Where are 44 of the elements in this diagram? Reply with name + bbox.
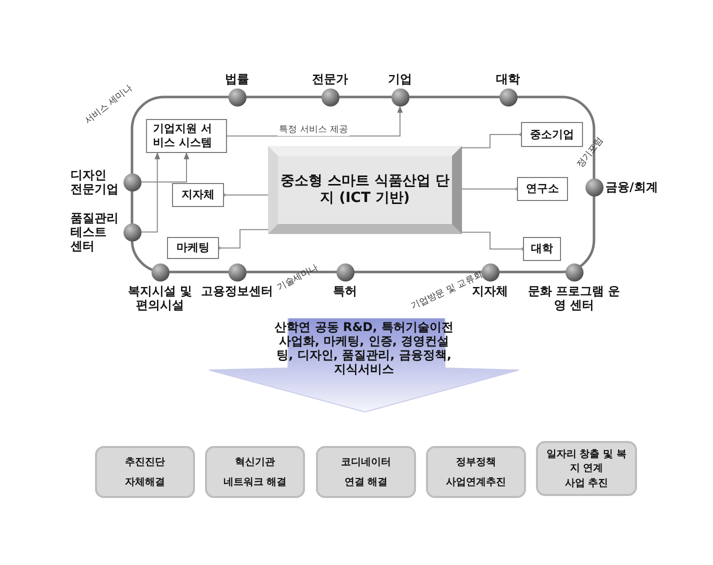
box-text: 사업연계추진 [446, 476, 506, 489]
beveled-box: 중소형 스마트 식품산업 단지 (ICT 기반) [268, 146, 462, 234]
edge-label: 특정 서비스 제공 [277, 123, 350, 136]
rounded-box [205, 446, 305, 498]
node-label: 고용정보센터 [201, 284, 273, 298]
node-label: 특허 [333, 284, 357, 298]
label-box: 기업지원 서비스 시스템 [146, 119, 227, 153]
node-label: 금융/회계 [606, 180, 658, 194]
box-title: 코디네이터 [341, 456, 391, 469]
connector-line [462, 132, 523, 148]
arrow [226, 106, 403, 136]
connector-line [222, 193, 268, 197]
box-text: 연결 해결 [344, 476, 388, 489]
rounded-box [426, 446, 526, 498]
label-box: 연구소 [517, 177, 568, 201]
rounded-box [536, 441, 637, 496]
rounded-box [316, 446, 416, 498]
node-label: 법률 [225, 72, 249, 86]
box-text: 네트워크 해결 [223, 476, 287, 489]
arrow-text: 산학연 공동 R&D, 특허기술이전 사업화, 마케팅, 인증, 경영컨설팅, 디자인, 품질관리, 금융정책, 지식서비스 [274, 320, 454, 376]
box-title: 추진진단 [125, 456, 165, 469]
box-title: 혁신기관 [235, 456, 275, 469]
connector-line [462, 232, 525, 251]
connector-line [217, 229, 268, 250]
box-title: 정부정책 [456, 456, 496, 469]
node-label: 품질관리 테스트 센터 [70, 211, 120, 253]
node-label: 디자인 전문기업 [70, 168, 120, 196]
box-text: 자체해결 [125, 476, 165, 489]
box-text: 사업 추진 [564, 476, 608, 490]
node-label: 지자체 [472, 284, 508, 298]
rounded-box [95, 446, 195, 498]
box-title: 일자리 창출 및 복지 연계 [545, 448, 628, 476]
node-label: 기업 [388, 72, 412, 86]
arrow [141, 152, 160, 232]
node-label: 대학 [496, 72, 520, 86]
connector-line [462, 187, 519, 191]
node-label: 복지시설 및 편의시설 [126, 284, 194, 312]
node-label: 전문가 [312, 72, 348, 86]
label-box: 대학 [523, 237, 561, 261]
node-label: 문화 프로그램 운영 센터 [526, 284, 622, 312]
arrow [141, 152, 190, 182]
label-box: 마케팅 [167, 237, 219, 259]
label-box: 중소기업 [521, 122, 583, 147]
label-box: 지자체 [172, 183, 224, 207]
